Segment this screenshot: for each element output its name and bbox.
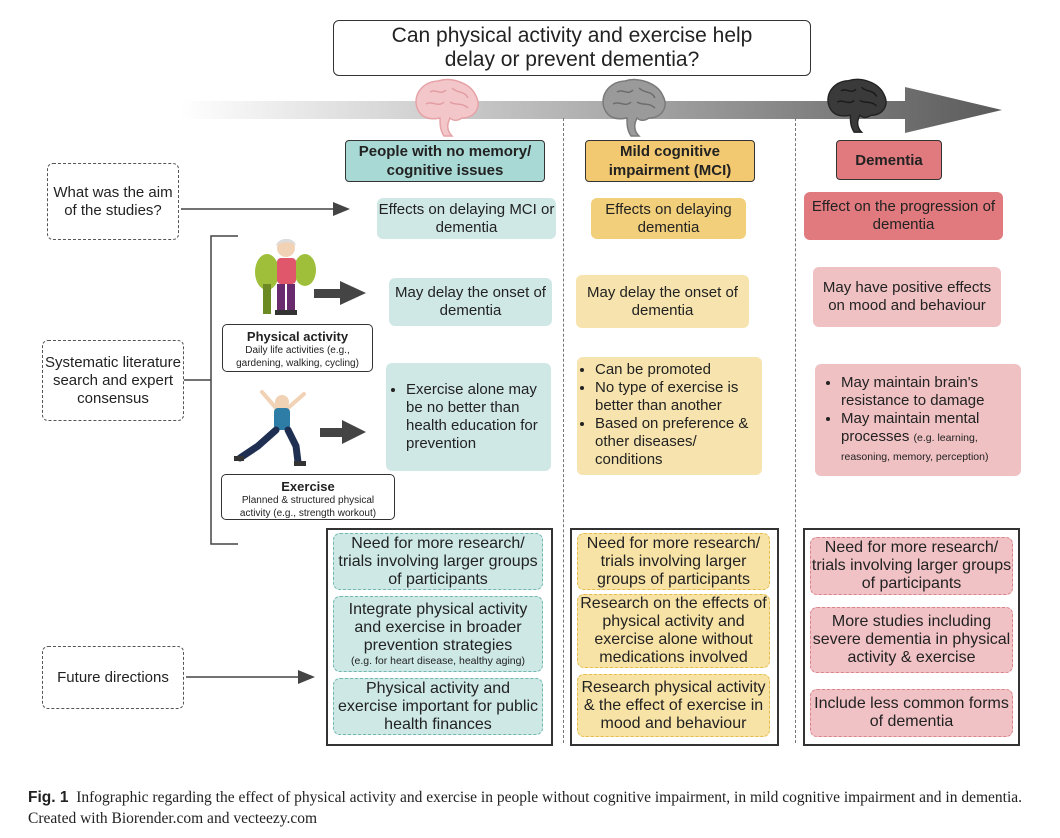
future-none-2: Integrate physical activity and exercise… bbox=[333, 596, 543, 672]
list-item: May maintain mental processes (e.g. lear… bbox=[841, 410, 1015, 466]
header-no-cognitive-issues: People with no memory/ cognitive issues bbox=[345, 140, 545, 182]
future-dementia-3: Include less common forms of dementia bbox=[810, 689, 1013, 737]
list-item: Exercise alone may be no better than hea… bbox=[406, 381, 543, 453]
future-none-2-note: (e.g. for heart disease, healthy aging) bbox=[351, 654, 525, 667]
list-item-note: (e.g. learning, reasoning, memory, perce… bbox=[841, 432, 989, 463]
figure-caption: Fig. 1 Infographic regarding the effect … bbox=[28, 787, 1038, 829]
progression-arrow-icon bbox=[180, 87, 1002, 133]
ex-effect-no-cognitive: Exercise alone may be no better than hea… bbox=[386, 363, 551, 471]
aim-dementia: Effect on the progression of dementia bbox=[804, 192, 1003, 240]
physical-activity-label: Physical activity Daily life activities … bbox=[222, 324, 373, 372]
exercise-desc: Planned & structured physical activity (… bbox=[239, 495, 377, 519]
brain-icon-pink bbox=[415, 78, 479, 137]
caption-text: Infographic regarding the effect of phys… bbox=[28, 789, 1023, 827]
exercise-label: Exercise Planned & structured physical a… bbox=[221, 474, 395, 520]
future-mci-2: Research on the effects of physical acti… bbox=[577, 594, 770, 668]
future-frame-dementia bbox=[803, 528, 1020, 746]
arrow-right-icon bbox=[314, 281, 366, 305]
title-box: Can physical activity and exercise help … bbox=[333, 20, 811, 76]
header-dementia: Dementia bbox=[836, 140, 942, 180]
list-item: No type of exercise is better than anoth… bbox=[595, 379, 756, 415]
ex-list-dementia: May maintain brain's resistance to damag… bbox=[823, 374, 1015, 466]
list-item: Can be promoted bbox=[595, 361, 756, 379]
future-mci-3: Research physical activity & the effect … bbox=[577, 674, 770, 737]
ex-effect-mci: Can be promoted No type of exercise is b… bbox=[577, 357, 762, 475]
future-none-3: Physical activity and exercise important… bbox=[333, 678, 543, 735]
column-divider bbox=[563, 118, 564, 743]
brain-icon-dark bbox=[827, 78, 887, 133]
aim-mci: Effects on delaying dementia bbox=[591, 198, 746, 239]
future-dementia-1: Need for more research/ trials involving… bbox=[810, 537, 1013, 595]
aim-no-cognitive: Effects on delaying MCI or dementia bbox=[377, 198, 556, 239]
list-item: May maintain brain's resistance to damag… bbox=[841, 374, 1015, 410]
caption-label: Fig. 1 bbox=[28, 789, 69, 806]
elderly-woman-gardening-icon bbox=[255, 238, 316, 315]
future-frame-no-cognitive bbox=[326, 528, 553, 746]
arrow-right-icon bbox=[320, 420, 366, 444]
question-aim: What was the aim of the studies? bbox=[47, 163, 179, 240]
title-line-2: delay or prevent dementia? bbox=[444, 48, 700, 71]
future-none-2-main: Integrate physical activity and exercise… bbox=[348, 600, 528, 654]
exercise-title: Exercise bbox=[281, 479, 335, 494]
header-mci: Mild cognitive impairment (MCI) bbox=[585, 140, 755, 182]
physical-activity-title: Physical activity bbox=[246, 329, 349, 344]
question-search: Systematic literature search and expert … bbox=[42, 340, 184, 421]
future-mci-1: Need for more research/ trials involving… bbox=[577, 533, 770, 590]
list-item: Based on preference & other diseases/ co… bbox=[595, 415, 756, 469]
ex-list-mci: Can be promoted No type of exercise is b… bbox=[577, 361, 756, 469]
ex-effect-dementia: May maintain brain's resistance to damag… bbox=[815, 364, 1021, 476]
list-item-main: May maintain mental processes bbox=[841, 410, 980, 445]
future-none-1: Need for more research/ trials involving… bbox=[333, 533, 543, 590]
pa-effect-mci: May delay the onset of dementia bbox=[576, 275, 749, 328]
future-frame-mci bbox=[570, 528, 779, 746]
pa-effect-dementia: May have positive effects on mood and be… bbox=[813, 267, 1001, 327]
future-dementia-2: More studies including severe dementia i… bbox=[810, 607, 1013, 673]
column-divider bbox=[795, 118, 796, 743]
pa-effect-no-cognitive: May delay the onset of dementia bbox=[389, 278, 552, 326]
physical-activity-desc: Daily life activities (e.g., gardening, … bbox=[236, 345, 359, 369]
question-future: Future directions bbox=[42, 646, 184, 709]
man-exercising-icon bbox=[234, 390, 306, 466]
ex-list-no-cognitive: Exercise alone may be no better than hea… bbox=[388, 381, 543, 453]
title-line-1: Can physical activity and exercise help bbox=[391, 24, 753, 47]
brain-icon-gray bbox=[602, 78, 666, 137]
